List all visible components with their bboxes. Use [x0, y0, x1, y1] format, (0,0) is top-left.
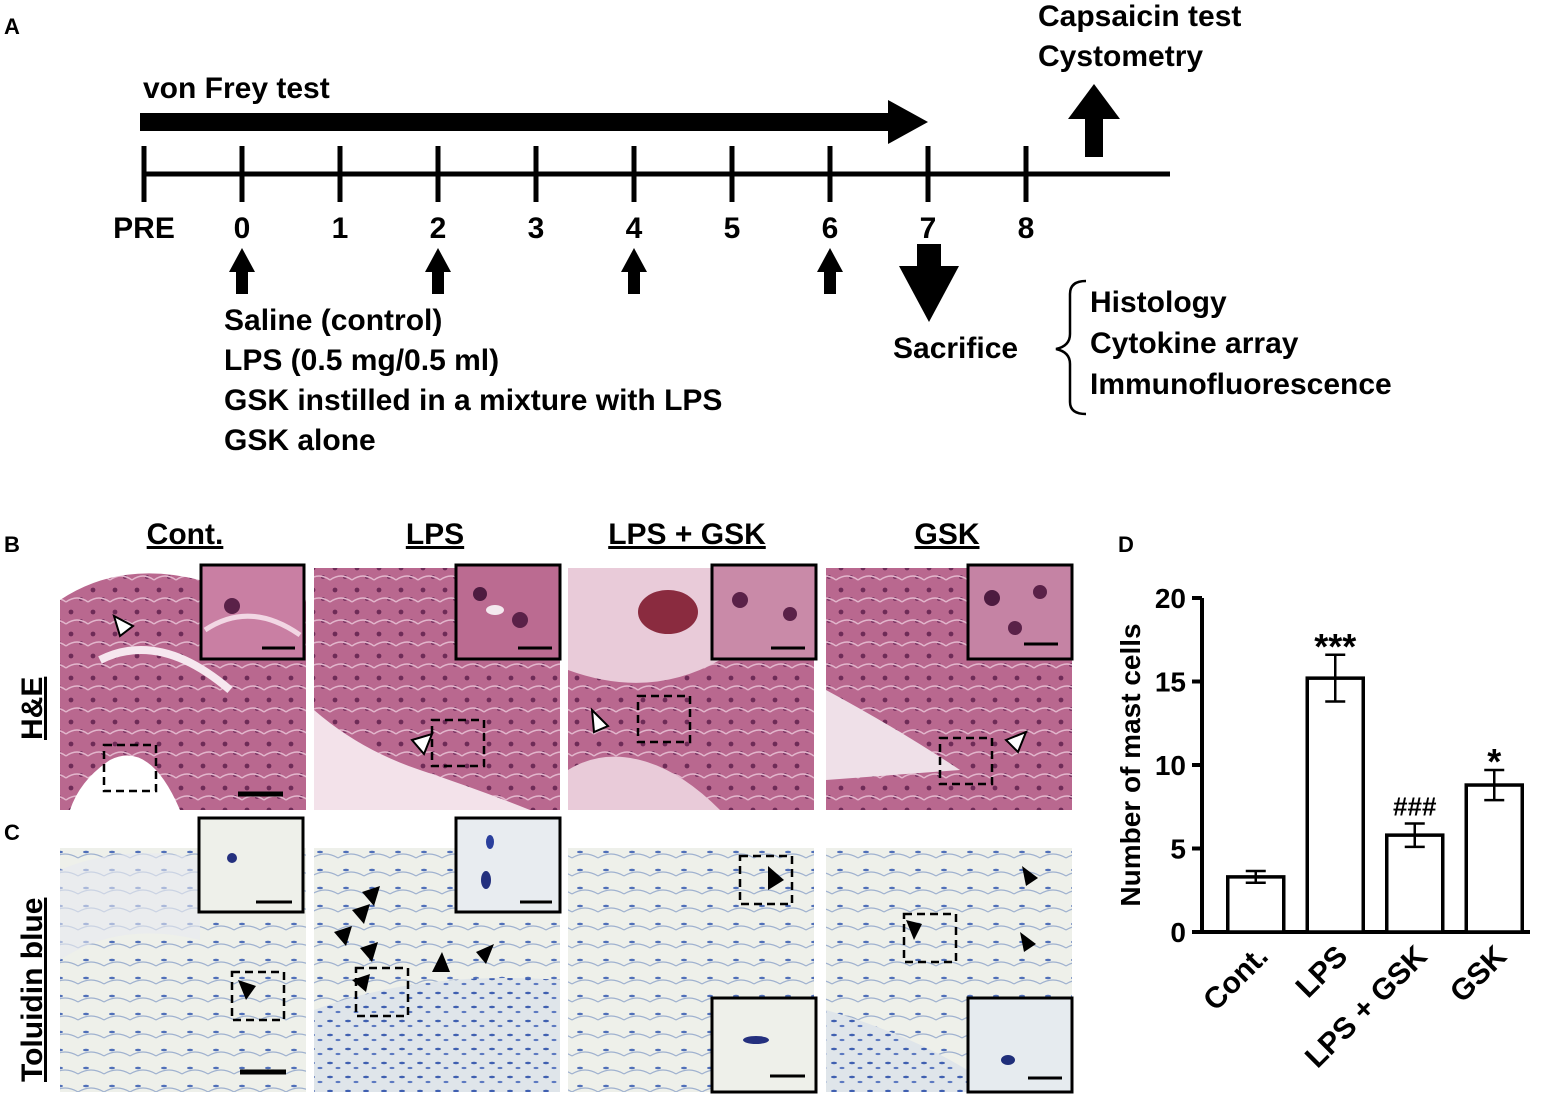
treatment-gsk-lps: GSK instilled in a mixture with LPS	[224, 384, 723, 417]
tb-inset-cont	[197, 816, 305, 914]
he-roi-gsk	[938, 736, 994, 786]
analysis-histology: Histology	[1090, 286, 1227, 319]
chart-bar	[1305, 676, 1365, 934]
tb-roi-lps	[354, 966, 410, 1018]
analysis-immunofluorescence: Immunofluorescence	[1090, 368, 1392, 401]
chart-significance-labels: *** ### *	[1314, 626, 1501, 822]
chart-y-tick-labels: 0 5 10 15 20	[1155, 583, 1186, 948]
sacrifice-arrow	[899, 244, 959, 322]
he-roi-lps-gsk	[636, 694, 692, 744]
chart-y-tick-label: 5	[1170, 834, 1186, 865]
he-arrowhead-lps-gsk	[590, 707, 610, 734]
treatment-saline: Saline (control)	[224, 304, 443, 337]
column-title-gsk: GSK	[914, 518, 980, 551]
panel-label-c: C	[4, 820, 20, 845]
he-arrowhead-lps	[410, 732, 434, 756]
he-roi-lps	[430, 718, 486, 768]
chart-significance-label: ###	[1393, 791, 1437, 821]
he-inset-cont	[199, 563, 306, 661]
chart-y-tick-label: 10	[1155, 750, 1186, 781]
chart-bar	[1385, 833, 1445, 934]
timeline-tick-label: 7	[920, 212, 937, 245]
tb-inset-gsk	[966, 996, 1074, 1094]
column-title-lps-gsk: LPS + GSK	[608, 518, 766, 551]
he-arrowhead-cont	[112, 614, 135, 638]
tb-roi-gsk	[902, 912, 958, 964]
column-title-cont: Cont.	[146, 518, 224, 551]
panel-label-b: B	[4, 532, 20, 557]
chart-significance-label: *	[1487, 741, 1501, 782]
chart-error-bar	[1484, 768, 1505, 802]
chart-error-bar	[1404, 822, 1425, 849]
tb-roi-cont	[230, 970, 286, 1022]
tb-inset-lps	[454, 816, 562, 914]
sacrifice-label: Sacrifice	[893, 332, 1019, 365]
column-title-lps: LPS	[405, 518, 465, 551]
tb-mast-cell-arrowheads	[238, 866, 1038, 1000]
instillation-arrow	[621, 248, 647, 294]
timeline-tick-label: 1	[332, 212, 349, 245]
treatment-lps: LPS (0.5 mg/0.5 ml)	[224, 344, 500, 377]
chart-y-tick-label: 20	[1155, 583, 1186, 614]
analysis-cytokine: Cytokine array	[1090, 327, 1299, 360]
von-frey-label: von Frey test	[143, 72, 330, 105]
chart-bar	[1464, 783, 1524, 934]
timeline-tick-label: 5	[724, 212, 741, 245]
von-frey-arrow	[140, 100, 928, 144]
instillation-arrow	[817, 248, 843, 294]
timeline-diagram: PRE 0 1 2 3 4 5 6 7 8	[113, 84, 1170, 416]
panel-label-a: A	[4, 14, 20, 39]
chart-error-bar	[1325, 653, 1346, 703]
instillation-arrows	[229, 248, 843, 294]
chart-x-tick-label: Cont.	[1197, 940, 1275, 1018]
micrograph-grid	[60, 563, 1074, 1094]
timeline-tick-labels: PRE 0 1 2 3 4 5 6 7 8	[113, 212, 1034, 245]
tb-micrograph-cont	[60, 848, 306, 1092]
he-inset-gsk	[966, 563, 1074, 661]
chart-y-tick-label: 15	[1155, 667, 1186, 698]
tb-roi-lps-gsk	[738, 854, 794, 906]
cystometry-label: Cystometry	[1038, 40, 1204, 73]
he-roi-cont	[102, 743, 158, 793]
chart-x-tick-label: GSK	[1444, 939, 1514, 1009]
he-inset-lps-gsk	[710, 563, 818, 661]
chart-error-bars	[1245, 653, 1505, 884]
chart-y-tick-label: 0	[1170, 917, 1186, 948]
treatment-gsk-alone: GSK alone	[224, 424, 376, 457]
chart-error-bar	[1245, 869, 1266, 884]
timeline-tick-label: 4	[626, 212, 643, 245]
he-arrowhead-gsk	[1004, 730, 1028, 754]
chart-y-axis-label: Number of mast cells	[1115, 623, 1146, 906]
chart-bar	[1226, 875, 1286, 934]
timeline-tick-label: 2	[430, 212, 447, 245]
timeline-tick-label: PRE	[113, 212, 175, 245]
analyses-brace	[1055, 279, 1087, 416]
timeline-tick-label: 0	[234, 212, 251, 245]
timeline-tick-label: 8	[1018, 212, 1035, 245]
chart-bars	[1226, 676, 1524, 934]
chart-significance-label: ***	[1314, 626, 1356, 667]
endpoint-test-arrow	[1068, 84, 1120, 157]
timeline-tick-label: 3	[528, 212, 545, 245]
instillation-arrow	[229, 248, 255, 294]
timeline-ticks	[141, 146, 1029, 202]
chart-x-tick-label: LPS	[1290, 940, 1355, 1005]
tb-inset-lps-gsk	[710, 996, 818, 1094]
capsaicin-test-label: Capsaicin test	[1038, 0, 1242, 33]
timeline-tick-label: 6	[822, 212, 839, 245]
panel-label-d: D	[1118, 532, 1134, 557]
he-inset-lps	[454, 563, 562, 661]
instillation-arrow	[425, 248, 451, 294]
